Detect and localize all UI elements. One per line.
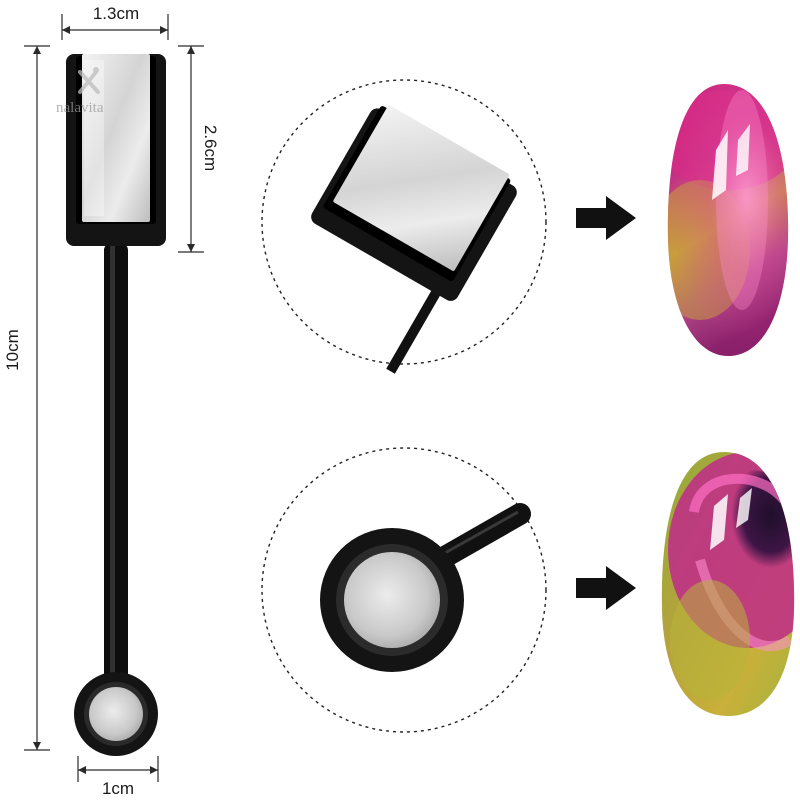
- zoom-circle-round: [261, 447, 547, 733]
- watermark-logo: nalavita: [56, 67, 104, 116]
- dimension-top-width: 1.3cm: [93, 4, 139, 23]
- dimension-arrowheads: [33, 26, 195, 774]
- arrow-right-icon: [576, 196, 636, 240]
- nail-result-stripe: [667, 84, 789, 356]
- rectangle-magnet-head: [66, 54, 166, 246]
- magnet-tool: nalavita: [56, 54, 166, 756]
- round-magnet-head: [74, 672, 158, 756]
- watermark-text: nalavita: [56, 100, 104, 116]
- zoomed-round-magnet: [344, 552, 440, 648]
- rectangle-magnet: [82, 54, 150, 222]
- dimension-head-height: 2.6cm: [201, 125, 220, 171]
- nail-result-cat-eye: [661, 452, 795, 716]
- zoom-circle-rectangle: [261, 79, 547, 374]
- round-magnet: [89, 687, 143, 741]
- zoomed-rectangle-magnet: [333, 105, 510, 271]
- dimension-bottom-width: 1cm: [102, 779, 134, 798]
- arrow-right-icon: [576, 566, 636, 610]
- dimension-total-length: 10cm: [3, 329, 22, 371]
- tool-stick: [104, 244, 128, 684]
